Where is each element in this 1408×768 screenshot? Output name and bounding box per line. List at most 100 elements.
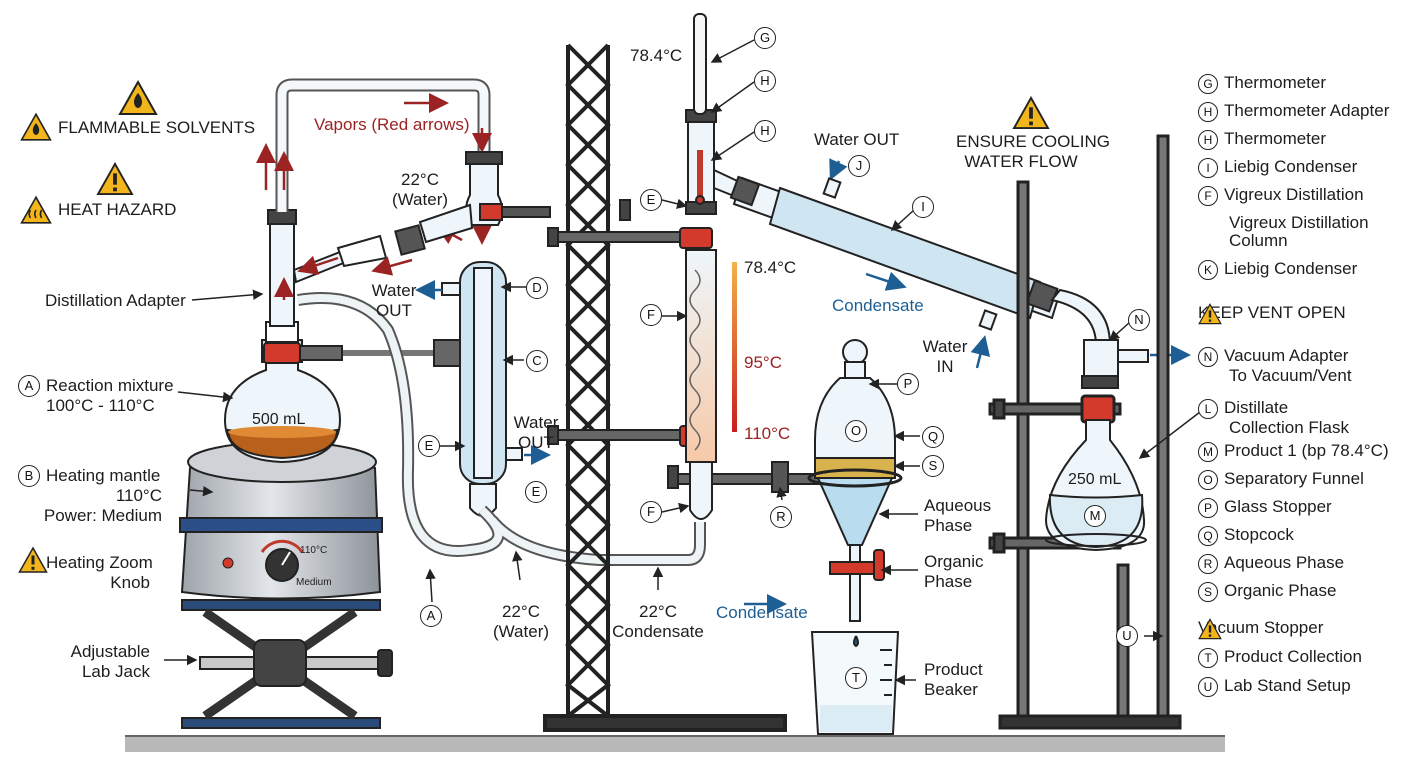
warning-triangle-icon [1198, 303, 1222, 325]
legend-text: Stopcock [1224, 525, 1294, 544]
marker-e-left: E [418, 435, 440, 457]
legend-text: Separatory Funnel [1224, 469, 1364, 488]
legend-marker: H [1198, 129, 1218, 150]
cooling-warning-label: ENSURE COOLING [956, 132, 1110, 151]
heat-icon [20, 195, 52, 224]
legend-item: Vigreux Distillation [1229, 213, 1369, 233]
legend-marker: S [1198, 581, 1218, 602]
marker-b: B [18, 465, 40, 487]
legend-text: Vigreux Distillation [1224, 185, 1364, 204]
legend-item: H Thermometer [1198, 129, 1326, 150]
marker-r: R [770, 506, 792, 528]
thermometer [693, 13, 707, 205]
legend-text: Lab Stand Setup [1224, 676, 1351, 695]
knob-temp-label: 110°C [300, 545, 328, 556]
bench-surface [125, 736, 1225, 752]
legend-text: Liebig Condenser [1224, 259, 1358, 278]
column-mid-temp-label: 95°C [744, 353, 782, 372]
column-top-temp-label: 78.4°C [744, 258, 797, 277]
bottom-water-temp-label: 22°C [502, 602, 540, 621]
legend-item: Collection Flask [1229, 418, 1349, 438]
legend-marker: T [1198, 647, 1218, 668]
marker-u: U [1116, 625, 1138, 647]
product-beaker-label: Product [924, 660, 983, 679]
distillation-adapter-label: Distillation Adapter [45, 291, 186, 310]
lab-jack [181, 599, 393, 729]
marker-q: Q [922, 426, 944, 448]
legend-marker: G [1198, 73, 1218, 94]
warning-triangle-icon [18, 546, 48, 573]
legend-marker: M [1198, 441, 1218, 462]
legend-text: Product 1 (bp 78.4°C) [1224, 441, 1389, 460]
marker-d: D [526, 277, 548, 299]
aqueous-phase-sub-label: Phase [924, 516, 973, 535]
legend-text: Distillate [1224, 398, 1289, 417]
support-tower [543, 43, 787, 732]
marker-c: C [526, 350, 548, 372]
flask-clamp [263, 339, 461, 367]
legend-text: To Vacuum/Vent [1229, 366, 1352, 385]
legend-item: KEEP VENT OPEN [1198, 303, 1346, 325]
legend-text: Liebig Condenser [1224, 157, 1358, 176]
condensate-upper-label: Condensate [832, 296, 924, 315]
marker-m: M [1084, 505, 1106, 527]
legend-text: Collection Flask [1229, 418, 1349, 437]
aqueous-phase-label: Aqueous [924, 496, 992, 515]
legend-item: To Vacuum/Vent [1229, 366, 1352, 386]
legend-item: Vacuum Stopper [1198, 618, 1324, 640]
legend-item: G Thermometer [1198, 73, 1326, 94]
water-out-mid-label: Water [513, 413, 559, 432]
legend-marker: O [1198, 469, 1218, 490]
heating-mantle [179, 441, 383, 600]
legend-text: Product Collection [1224, 647, 1362, 666]
mantle-temp-label: 110°C [115, 486, 162, 505]
marker-t: T [845, 667, 867, 689]
bottom-water-sub-label: (Water) [492, 622, 550, 641]
legend-item: Q Stopcock [1198, 525, 1294, 546]
knob-setting-label: Medium [296, 577, 332, 588]
water-out-right-label: Water OUT [814, 130, 900, 149]
legend-marker: U [1198, 676, 1218, 697]
marker-i: I [912, 196, 934, 218]
legend-marker: Q [1198, 525, 1218, 546]
vigreux-column [685, 109, 750, 520]
legend-text: Vigreux Distillation [1229, 213, 1369, 232]
vapors-label: Vapors (Red arrows) [314, 115, 470, 134]
water-out-left-label: Water [371, 281, 417, 300]
marker-e-column: E [640, 189, 662, 211]
legend-text: Vacuum Stopper [1198, 618, 1324, 637]
legend-marker: R [1198, 553, 1218, 574]
reaction-temp-label: 100°C - 110°C [46, 396, 155, 415]
separatory-funnel [807, 339, 903, 622]
water-temp-sub-label: (Water) [391, 190, 449, 209]
legend-marker: N [1198, 346, 1218, 367]
cooling-warning-sub-label: WATER FLOW [964, 152, 1078, 171]
water-out-left-sub-label: OUT [376, 301, 412, 320]
warning-triangle-icon [1012, 96, 1050, 130]
legend-text: Thermometer [1224, 73, 1327, 92]
legend-text: Thermometer [1224, 129, 1327, 148]
water-in-label: Water [922, 337, 968, 356]
collection-volume-label: 250 mL [1068, 471, 1122, 488]
heat-hazard-label: HEAT HAZARD [58, 200, 177, 219]
vacuum-adapter [1050, 288, 1149, 389]
flask-volume-label: 500 mL [252, 411, 306, 428]
marker-e-mid: E [525, 481, 547, 503]
legend-item: O Separatory Funnel [1198, 469, 1364, 490]
legend-item: T Product Collection [1198, 647, 1362, 668]
legend-text: Column [1229, 231, 1288, 250]
organic-phase-label: Organic [924, 552, 984, 571]
legend-item: U Lab Stand Setup [1198, 676, 1351, 697]
lab-jack-label: Adjustable [70, 642, 150, 661]
marker-p: P [897, 373, 919, 395]
legend-text: Thermometer Adapter [1224, 101, 1390, 120]
